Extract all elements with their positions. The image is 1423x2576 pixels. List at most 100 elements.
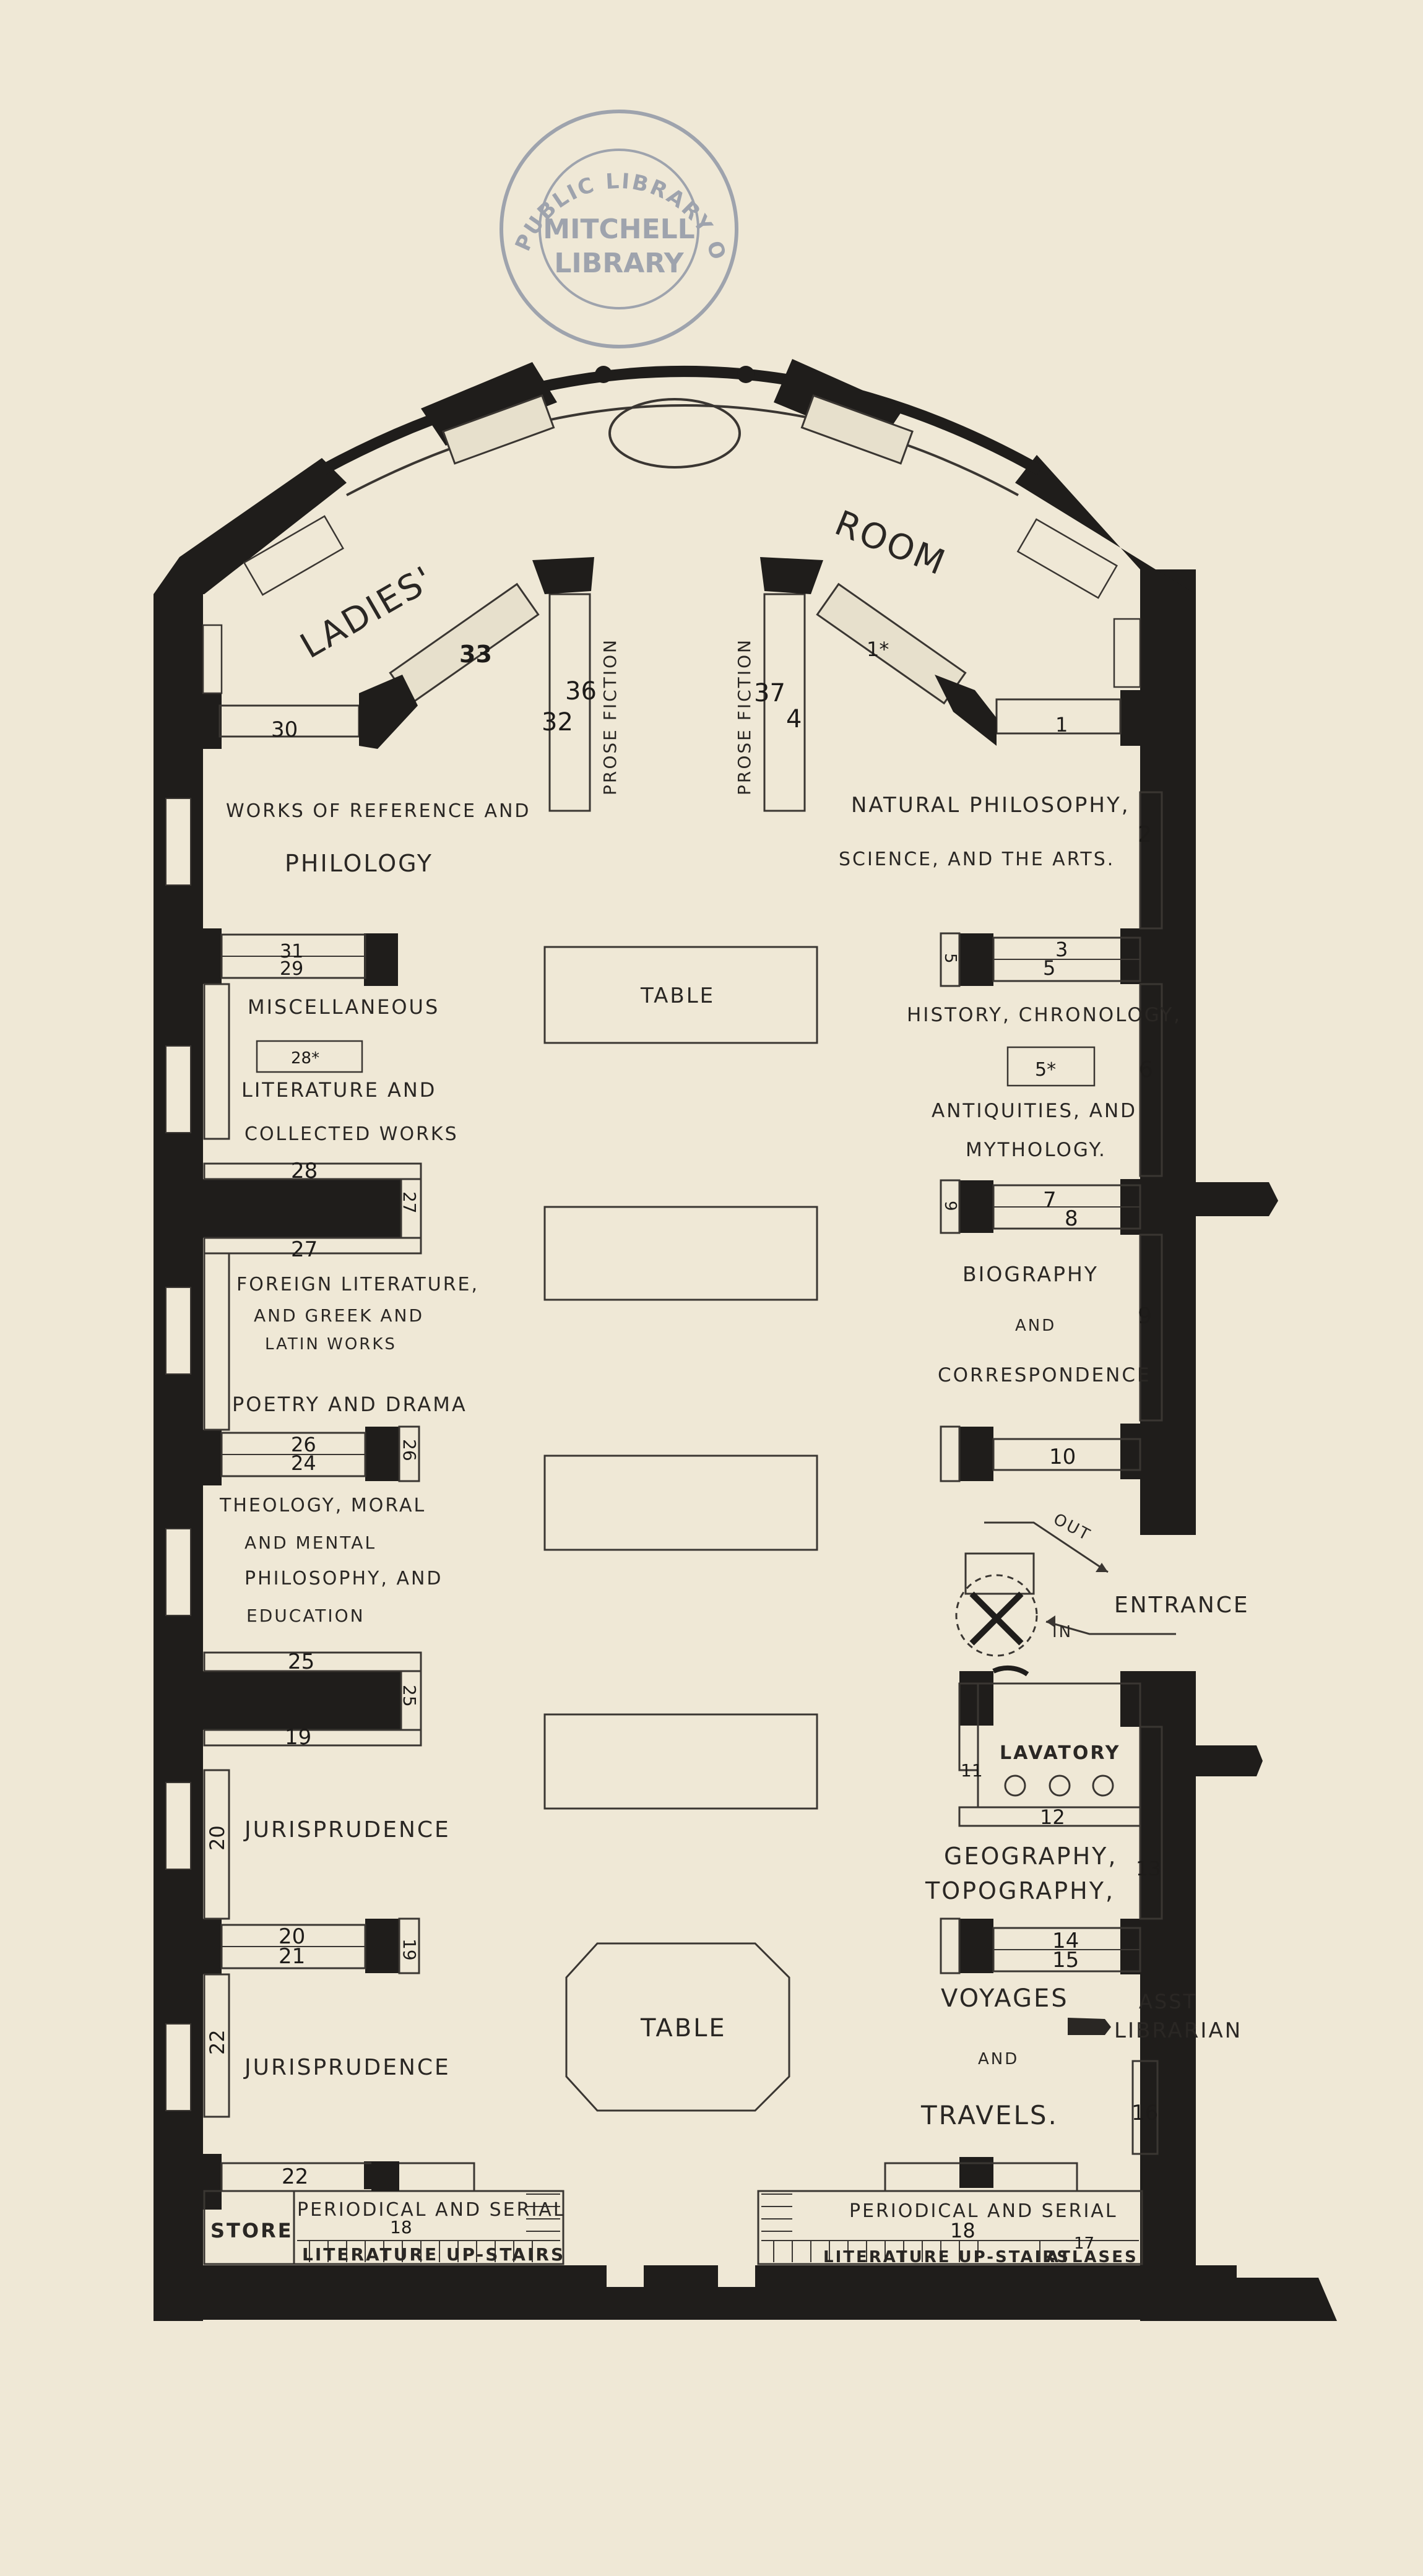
shelf-25-side: 25 <box>399 1685 420 1707</box>
shelf-28-star: 28* <box>291 1049 319 1068</box>
cat-science: SCIENCE, AND THE ARTS. <box>839 849 1115 870</box>
shelf-13: 13 <box>1136 1857 1161 1880</box>
cat-prose-left: PROSE FICTION <box>600 638 620 795</box>
label-table-top: TABLE <box>640 983 715 1008</box>
cat-mythology: MYTHOLOGY. <box>966 1139 1107 1161</box>
shelf-32: 32 <box>542 708 573 737</box>
cat-periodical-left: PERIODICAL AND SERIAL <box>297 2199 566 2221</box>
cat-works-ref: WORKS OF REFERENCE AND <box>226 800 531 822</box>
table-3 <box>543 1454 818 1551</box>
label-asst: ASST <box>1139 1990 1197 2013</box>
shelf-24: 24 <box>291 1451 316 1475</box>
octagonal-table <box>565 1942 790 2112</box>
shelf-12: 12 <box>1040 1805 1065 1829</box>
cat-correspondence: CORRESPONDENCE <box>938 1364 1151 1386</box>
shelf-15: 15 <box>1052 1948 1079 1973</box>
shelf-17: 17 <box>1074 2234 1094 2253</box>
cat-greek: AND GREEK AND <box>254 1305 424 1326</box>
label-in: IN <box>1052 1623 1073 1641</box>
shelf-8: 8 <box>1065 1206 1078 1231</box>
cat-foreign: FOREIGN LITERATURE, <box>236 1274 479 1295</box>
shelf-9-side: 9 <box>941 1201 959 1211</box>
cat-theology: THEOLOGY, MORAL <box>219 1495 426 1516</box>
shelf-22: 22 <box>282 2164 308 2189</box>
label-out: OUT <box>1050 1510 1094 1545</box>
label-librarian: LIBRARIAN <box>1114 2018 1242 2043</box>
right-piers <box>959 690 1196 2188</box>
cat-literature-right: LITERATURE UP-STAIRS <box>823 2248 1070 2267</box>
cat-philology: PHILOLOGY <box>285 850 433 877</box>
shelf-19: 19 <box>285 1725 311 1750</box>
stamp-line-2: LIBRARY <box>554 248 684 279</box>
bookcases <box>202 394 1176 2265</box>
shelf-18-right: 18 <box>950 2219 975 2242</box>
reading-tables <box>543 946 818 2112</box>
cat-travels: TRAVELS. <box>920 2100 1058 2130</box>
label-store: STORE <box>210 2219 293 2242</box>
shelf-21: 21 <box>279 1944 305 1969</box>
cat-mental: AND MENTAL <box>244 1532 376 1553</box>
pointing-hand-icon <box>1068 2018 1111 2035</box>
shelf-2: 2 <box>1138 822 1152 847</box>
mitchell-library-stamp: PUBLIC LIBRARY OF NEW SOUTH WALES MITCHE… <box>0 0 738 348</box>
shelf-27: 27 <box>291 1237 318 1262</box>
cat-philosophy: PHILOSOPHY, AND <box>244 1568 443 1589</box>
label-table-bottom: TABLE <box>640 2014 727 2042</box>
table-2 <box>543 1206 818 1301</box>
cat-literature-and: LITERATURE AND <box>241 1078 436 1102</box>
cat-atlases: ATLASES <box>1046 2248 1138 2267</box>
cat-geography: GEOGRAPHY, <box>944 1843 1117 1870</box>
shelf-30: 30 <box>271 717 298 742</box>
label-lavatory: LAVATORY <box>1000 1742 1121 1764</box>
cat-natural: NATURAL PHILOSOPHY, <box>851 793 1130 818</box>
label-room: ROOM <box>829 503 952 584</box>
shelf-1-star: 1* <box>867 638 889 661</box>
shelf-4: 4 <box>786 705 802 733</box>
cat-juris-1: JURISPRUDENCE <box>243 1817 451 1843</box>
cat-voyages: VOYAGES <box>941 1984 1069 2013</box>
shelf-1: 1 <box>1055 713 1068 737</box>
label-entrance: ENTRANCE <box>1114 1593 1250 1618</box>
shelf-37: 37 <box>754 679 785 707</box>
label-ladies: LADIES' <box>294 558 441 667</box>
cat-juris-2: JURISPRUDENCE <box>243 2055 451 2080</box>
stamp-line-1: MITCHELL <box>543 214 694 245</box>
shelf-19-side: 19 <box>399 1938 420 1961</box>
shelf-29: 29 <box>280 958 303 980</box>
shelf-36: 36 <box>565 677 597 706</box>
shelf-3: 3 <box>1055 938 1068 961</box>
table-1 <box>543 946 818 1044</box>
shelf-9: 9 <box>1138 1303 1152 1329</box>
shelf-5-star: 5* <box>1035 1059 1056 1081</box>
shelf-25: 25 <box>288 1649 314 1674</box>
cat-latin: LATIN WORKS <box>265 1335 397 1354</box>
shelf-10: 10 <box>1049 1445 1076 1469</box>
cat-poetry: POETRY AND DRAMA <box>232 1393 467 1416</box>
category-labels: WORKS OF REFERENCE AND PHILOLOGY MISCELL… <box>219 638 1182 2267</box>
shelf-18-left: 18 <box>390 2217 412 2237</box>
cat-periodical-right: PERIODICAL AND SERIAL <box>849 2200 1118 2222</box>
cat-antiquities: ANTIQUITIES, AND <box>932 1100 1137 1122</box>
cat-and-1: AND <box>1015 1316 1056 1335</box>
shelf-11: 11 <box>961 1760 983 1781</box>
shelf-7: 7 <box>1043 1188 1057 1212</box>
cat-misc: MISCELLANEOUS <box>248 995 439 1019</box>
cat-literature-left: LITERATURE UP-STAIRS <box>302 2244 565 2265</box>
cat-education: EDUCATION <box>246 1606 365 1626</box>
shelf-22-side: 22 <box>205 2029 229 2055</box>
left-piers <box>154 693 401 2210</box>
shelf-14: 14 <box>1052 1929 1079 1953</box>
shelf-5-side: 5 <box>941 953 959 964</box>
cat-topography: TOPOGRAPHY, <box>925 1877 1115 1904</box>
shelf-26-side: 26 <box>399 1439 420 1461</box>
shelf-6: 6 <box>1139 1057 1153 1083</box>
cat-prose-right: PROSE FICTION <box>734 638 755 795</box>
shelf-16: 16 <box>1131 2101 1158 2125</box>
cat-history: HISTORY, CHRONOLOGY, <box>907 1004 1182 1026</box>
table-4 <box>543 1713 818 1810</box>
shelf-20-side: 20 <box>205 1825 229 1851</box>
cat-and-2: AND <box>978 2050 1019 2068</box>
shelf-26: 26 <box>291 1433 316 1456</box>
shelf-31: 31 <box>280 941 303 962</box>
shelf-20: 20 <box>279 1924 305 1949</box>
